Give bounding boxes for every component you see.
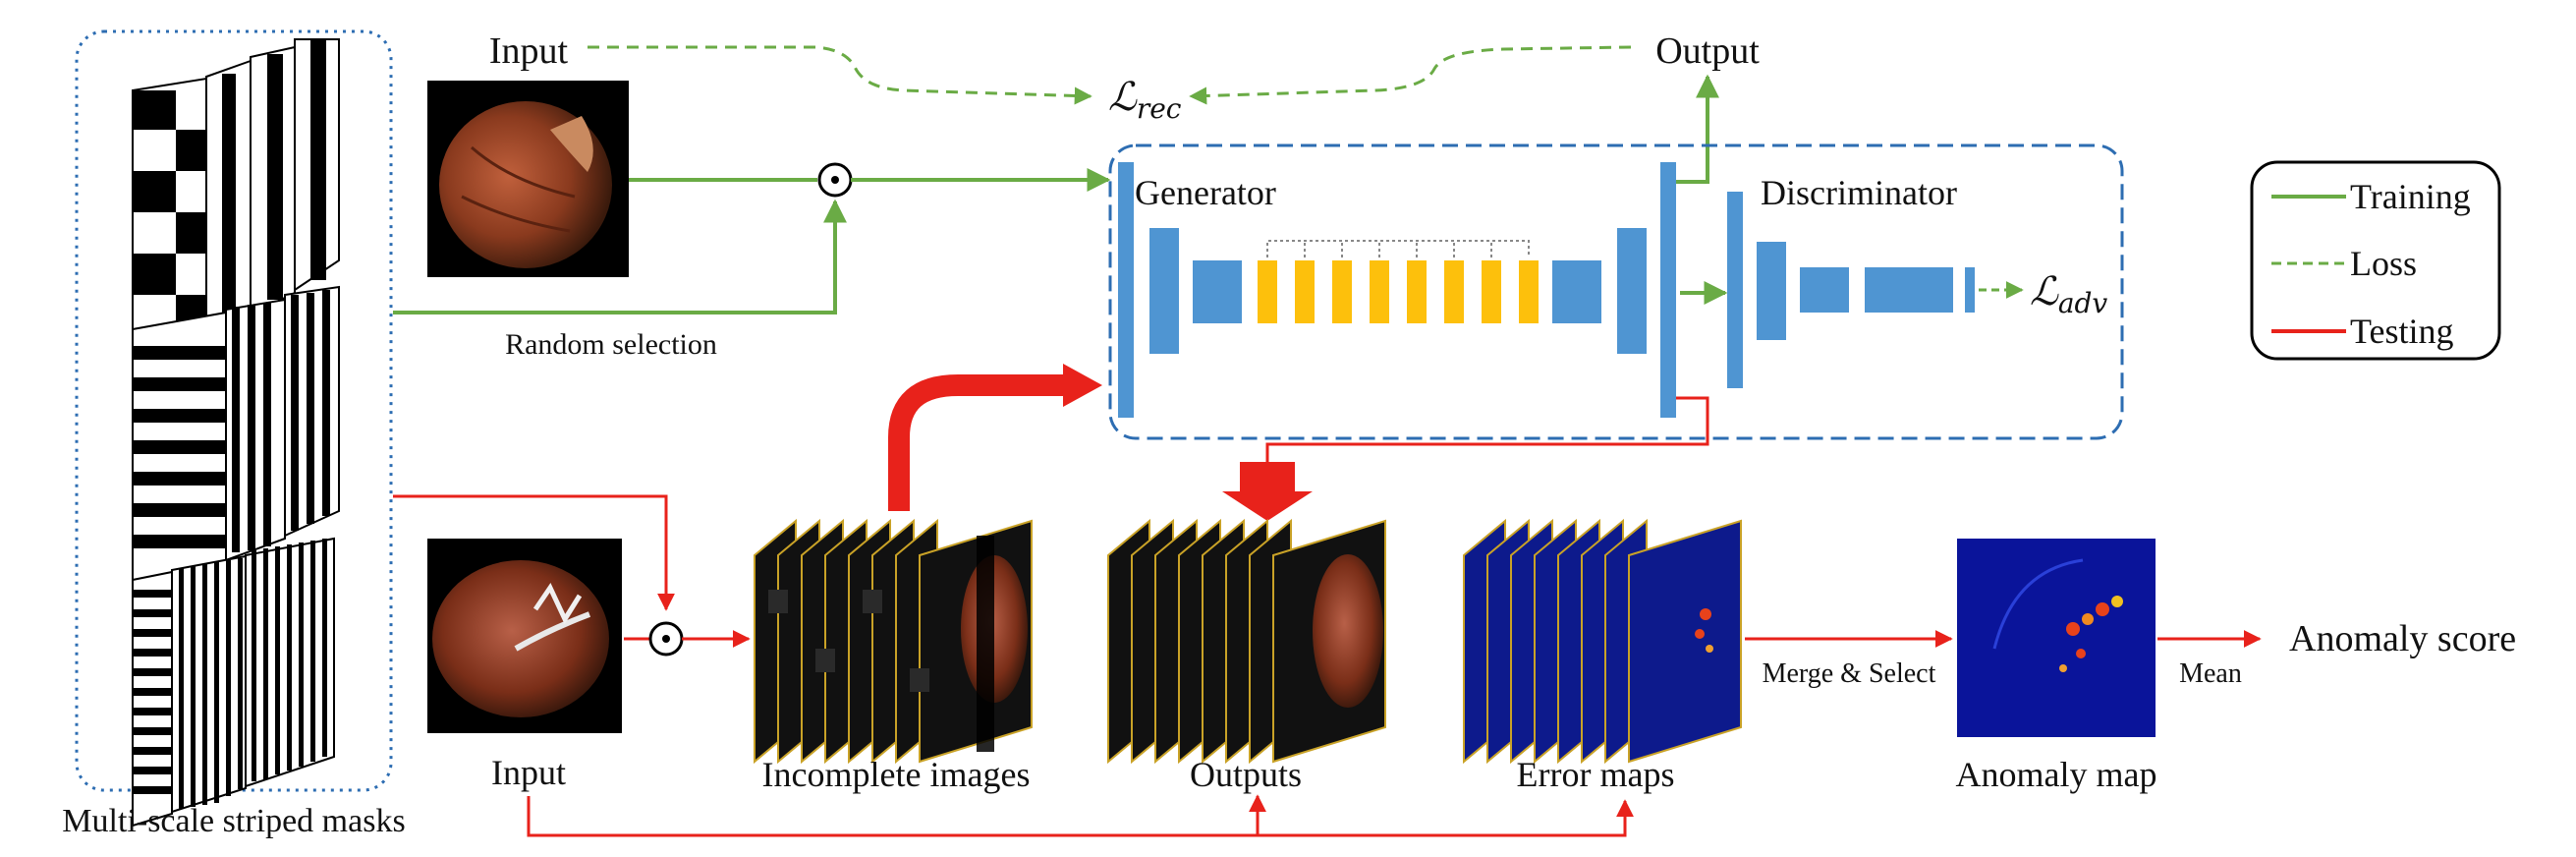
outputs-stack <box>1107 518 1386 765</box>
outputs-label: Outputs <box>1190 755 1302 794</box>
error-maps-stack <box>1463 518 1742 765</box>
incomplete-images-label: Incomplete images <box>762 755 1031 794</box>
mask-stack-fine <box>132 537 335 828</box>
discriminator-label: Discriminator <box>1761 173 1957 212</box>
anomaly-score-label: Anomaly score <box>2289 618 2516 659</box>
train-line-random-selection <box>393 199 847 314</box>
input-image-top <box>427 81 629 277</box>
generator-network: Generator <box>1118 162 1676 418</box>
masks-label: Multi-scale striped masks <box>62 803 405 839</box>
legend-box <box>2250 160 2501 361</box>
gen-output-layer <box>1660 162 1676 418</box>
random-selection-label: Random selection <box>505 328 717 361</box>
input-bottom-label: Input <box>491 753 566 792</box>
legend: Training Loss Testing <box>2250 160 2501 361</box>
incomplete-images-stack <box>754 518 1033 765</box>
generator-label: Generator <box>1135 173 1276 212</box>
mean-label: Mean <box>2179 658 2242 689</box>
test-line-from-generator <box>1265 396 1709 462</box>
output-top-label: Output <box>1655 30 1760 72</box>
mask-stack-medium <box>132 285 340 592</box>
gen-input-layer <box>1118 162 1134 418</box>
loss-line-output <box>1189 45 1632 105</box>
anomaly-map-label: Anomaly map <box>1956 755 2157 794</box>
loss-line-input <box>588 45 1092 105</box>
anomaly-map-image <box>1957 539 2156 737</box>
loss-adv-label: ℒadv <box>2030 269 2107 319</box>
train-line-to-output <box>1676 74 1719 184</box>
network-dashed-box <box>1108 143 2124 440</box>
legend-loss-label: Loss <box>2350 244 2417 283</box>
error-maps-label: Error maps <box>1517 755 1675 794</box>
loss-rec-label: ℒrec <box>1108 75 1182 125</box>
legend-testing-label: Testing <box>2350 312 2453 351</box>
test-line-masks <box>393 494 675 611</box>
masks-panel: Multi-scale striped masks <box>62 29 406 839</box>
test-line-bottom <box>527 796 1634 837</box>
input-top-label: Input <box>489 30 569 72</box>
skip-connections <box>1266 240 1530 257</box>
legend-training-label: Training <box>2350 177 2471 216</box>
discriminator-network: Discriminator ℒadv <box>1680 173 2107 388</box>
test-arrow-to-generator <box>888 374 1066 511</box>
input-image-bottom <box>427 539 622 733</box>
merge-select-label: Merge & Select <box>1763 658 1936 689</box>
test-arrow-to-outputs <box>1222 462 1313 521</box>
